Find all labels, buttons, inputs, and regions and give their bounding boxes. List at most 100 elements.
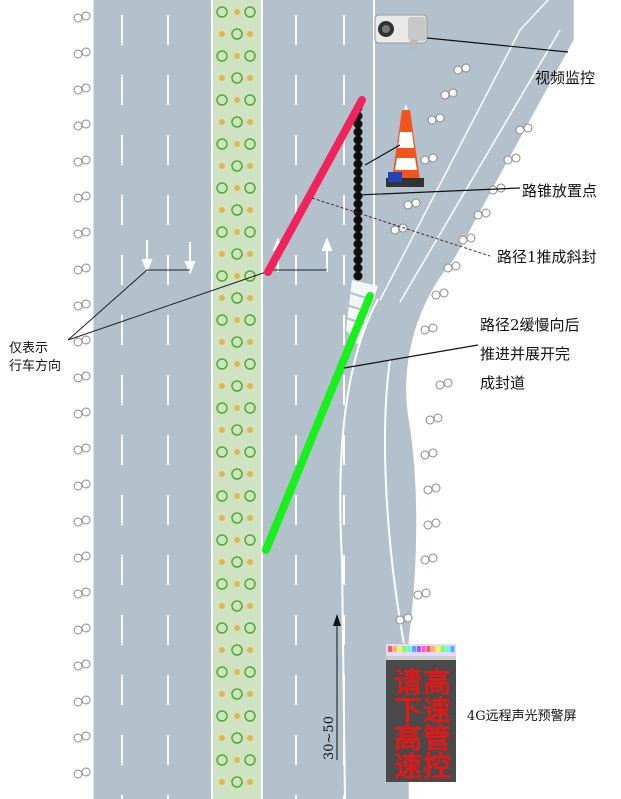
flower	[219, 515, 225, 521]
shrub	[216, 138, 228, 150]
flower	[219, 735, 225, 741]
shrub	[244, 182, 256, 194]
path2-label-line1: 路径2缓慢向后	[480, 316, 580, 334]
led-segment	[426, 646, 431, 652]
cone-leader-2	[364, 144, 401, 166]
flower	[234, 317, 240, 323]
tree	[413, 590, 423, 600]
shrub	[244, 622, 256, 634]
camera-leader	[426, 37, 569, 53]
tree	[420, 155, 430, 165]
shrub	[231, 380, 243, 392]
tree	[73, 625, 83, 635]
sign-char: 管	[423, 722, 451, 755]
tree	[81, 407, 91, 417]
roadside-trees-right	[390, 63, 533, 655]
flower	[247, 427, 253, 433]
shrub	[231, 72, 243, 84]
shrub	[231, 336, 243, 348]
tree	[423, 520, 433, 530]
flower	[219, 207, 225, 213]
tree	[473, 210, 483, 220]
shrub	[216, 534, 228, 546]
cone-dot	[353, 255, 363, 265]
flower	[247, 207, 253, 213]
tree	[433, 413, 443, 423]
tree	[435, 113, 445, 123]
tree	[466, 233, 476, 243]
shrub	[216, 666, 228, 678]
sign-char: 高	[394, 722, 422, 755]
cone-dot	[353, 231, 363, 241]
shrub	[216, 6, 228, 18]
flower	[247, 559, 253, 565]
led-segment	[402, 646, 407, 652]
shrub	[216, 50, 228, 62]
tree	[440, 90, 450, 100]
flower	[219, 163, 225, 169]
led-segment	[445, 646, 450, 652]
shrub	[231, 160, 243, 172]
tree	[458, 235, 468, 245]
shrub	[231, 556, 243, 568]
cone-point-label: 路锥放置点	[522, 182, 597, 200]
sign-char: 速	[423, 694, 451, 727]
flower	[247, 603, 253, 609]
tree	[423, 485, 433, 495]
tree	[81, 443, 91, 453]
tree	[81, 659, 91, 669]
shrub	[216, 226, 228, 238]
shrub	[244, 710, 256, 722]
tree	[81, 83, 91, 93]
flower	[219, 559, 225, 565]
cone-dot	[353, 151, 363, 161]
roadside-trees-left	[73, 11, 91, 779]
flower	[247, 31, 253, 37]
shrub	[231, 204, 243, 216]
tree	[411, 198, 421, 208]
flower	[234, 229, 240, 235]
sign-char: 下	[394, 694, 422, 727]
cone-dot	[353, 247, 363, 257]
tree	[403, 613, 413, 623]
speed-label: 30~50	[322, 716, 337, 760]
shrub	[244, 6, 256, 18]
flower	[247, 251, 253, 257]
lane-markings	[121, 15, 345, 799]
shrub	[216, 622, 228, 634]
tree	[427, 115, 437, 125]
tree	[81, 191, 91, 201]
tree	[488, 185, 498, 195]
tree	[431, 483, 441, 493]
cone-dot	[353, 271, 363, 281]
tree	[73, 265, 83, 275]
tree	[73, 769, 83, 779]
tree	[73, 49, 83, 59]
tree	[431, 518, 441, 528]
shrub	[244, 138, 256, 150]
flower	[219, 427, 225, 433]
tree	[511, 153, 521, 163]
shrub	[216, 490, 228, 502]
flower	[247, 471, 253, 477]
tree	[428, 553, 438, 563]
flower	[219, 691, 225, 697]
led-segment	[416, 646, 421, 652]
led-segment	[412, 646, 416, 652]
shrub	[231, 28, 243, 40]
tree	[81, 695, 91, 705]
flower	[234, 449, 240, 455]
shrub	[231, 776, 243, 788]
shrub	[216, 446, 228, 458]
flower	[219, 779, 225, 785]
tree	[73, 337, 83, 347]
tree	[420, 325, 430, 335]
shrub	[231, 644, 243, 656]
flower	[234, 713, 240, 719]
cone-dot	[353, 183, 363, 193]
flower	[247, 779, 253, 785]
warning-screen-text-left: 请 下 高 速	[394, 666, 422, 783]
flower	[234, 493, 240, 499]
flower	[219, 31, 225, 37]
